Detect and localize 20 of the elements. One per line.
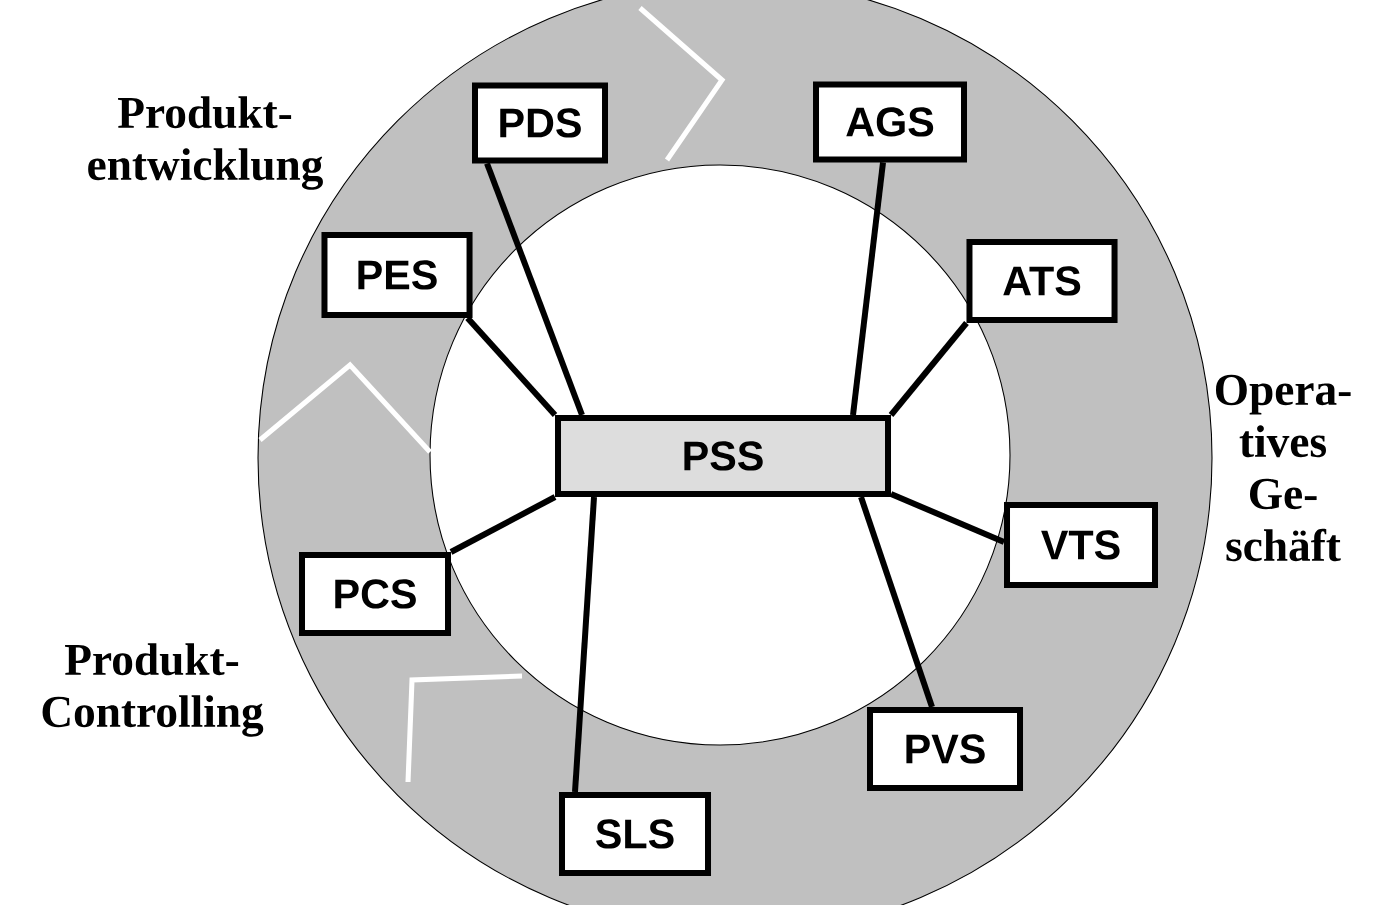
connector-line xyxy=(850,162,886,416)
connector-line xyxy=(465,316,558,417)
system-box: PVS xyxy=(867,707,1023,791)
connector-line xyxy=(572,496,597,793)
section-label: Opera- tives Ge- schäft xyxy=(1216,374,1351,562)
system-box: PES xyxy=(321,232,473,318)
system-box: PCS xyxy=(299,552,451,636)
system-box: AGS xyxy=(813,81,967,163)
center-box: PSS xyxy=(555,415,891,497)
system-box: PDS xyxy=(472,82,608,164)
system-box: SLS xyxy=(559,792,711,876)
connector-line xyxy=(888,321,969,417)
connector-line xyxy=(449,494,557,555)
connector-line xyxy=(889,491,1006,545)
system-box: VTS xyxy=(1004,502,1158,588)
system-box: ATS xyxy=(966,239,1118,323)
section-label: Produkt- Controlling xyxy=(42,643,264,737)
connector-line xyxy=(484,162,585,417)
section-label: Produkt- entwicklung xyxy=(88,96,323,190)
connector-line xyxy=(858,496,935,708)
